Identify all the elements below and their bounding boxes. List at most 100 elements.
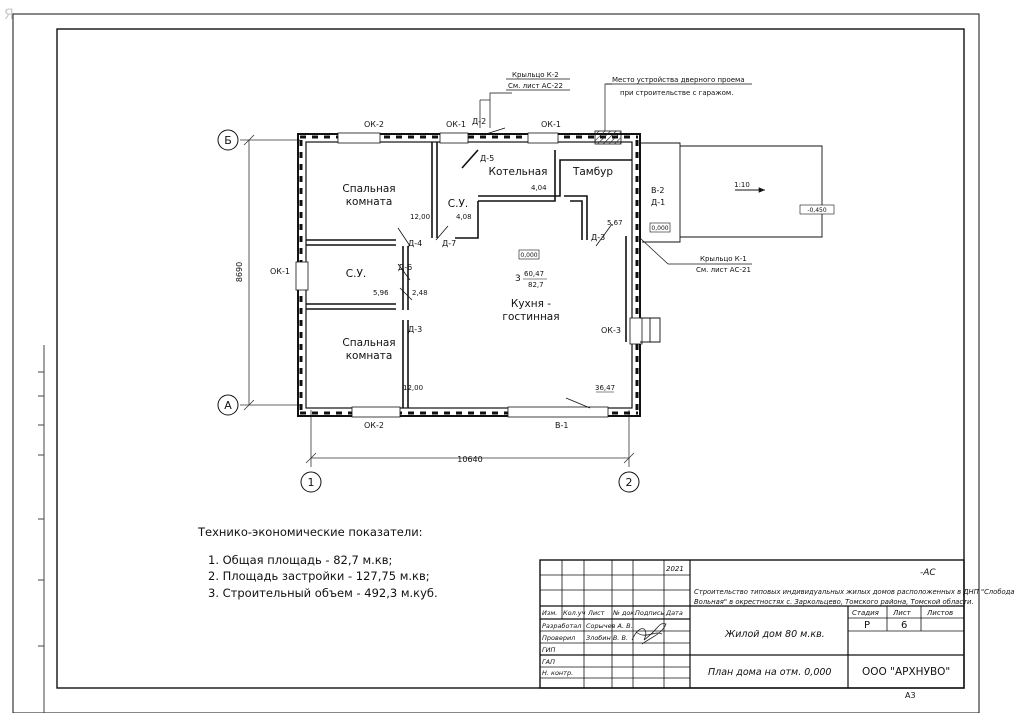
door-label-v2: В-2 bbox=[651, 186, 664, 195]
room-name-vestibule: Тамбур bbox=[572, 166, 613, 178]
axis-bubble-2: 2 bbox=[618, 471, 640, 493]
door-label-d1: Д-1 bbox=[651, 198, 665, 207]
hatched-door-zone bbox=[594, 130, 622, 145]
axis-bubble-b: Б bbox=[217, 129, 239, 151]
name-developer: Сорычев А. В. bbox=[586, 622, 633, 630]
kitchen-room-number: 3 bbox=[515, 274, 521, 284]
title-project: Строительство типовых индивидуальных жил… bbox=[694, 588, 1017, 606]
interior-walls bbox=[306, 142, 632, 408]
area-vestibule: 5,67 bbox=[607, 219, 623, 227]
area-bedroom1: 12,00 bbox=[410, 213, 430, 221]
area-bedroom2: 12,00 bbox=[403, 384, 423, 392]
area-kitchen: 36,47 bbox=[595, 384, 615, 392]
sheet-value: 6 bbox=[901, 620, 907, 631]
title-block-roles: Разработал Сорычев А. В. Проверил Злобин… bbox=[542, 622, 633, 677]
sheet-format: А3 bbox=[905, 691, 916, 700]
window-label-ok3-right: ОК-3 bbox=[601, 326, 621, 335]
header-change: Изм. bbox=[542, 609, 557, 617]
callout-leaders bbox=[479, 78, 752, 265]
title-stage-headers: Стадия Лист Листов bbox=[852, 609, 953, 617]
door-swings bbox=[397, 127, 613, 409]
dimension-height: 8690 bbox=[235, 262, 244, 282]
sheet-label: Лист bbox=[892, 609, 912, 617]
door-label-d3a: Д-3 bbox=[591, 233, 605, 242]
dimension-width: 10640 bbox=[457, 455, 482, 464]
window-label-v1-bottom: В-1 bbox=[555, 421, 568, 430]
door-label-d5: Д-5 bbox=[480, 154, 494, 163]
porch-level-mark: 0,000 bbox=[649, 222, 671, 233]
ground-level-label: -0,450 bbox=[807, 207, 827, 214]
door-label-d4: Д-4 bbox=[408, 239, 422, 248]
role-norm-control: Н. контр. bbox=[542, 669, 573, 677]
note-item: 3. Строительный объем - 492,3 м.куб. bbox=[208, 585, 438, 600]
window-label-ok1-left: ОК-1 bbox=[270, 267, 290, 276]
title-drawing-name: План дома на отм. 0,000 bbox=[708, 667, 831, 678]
area-hall: 2,48 bbox=[412, 289, 428, 297]
axis-label-1: 1 bbox=[308, 476, 315, 489]
room-areas: 12,00 4,08 4,04 5,67 5,96 2,48 12,00 36,… bbox=[373, 184, 623, 392]
callout-door-note: Место устройства дверного проема при стр… bbox=[612, 76, 747, 97]
title-block-headers: Изм. Кол.уч Лист № док. Подпись Дата bbox=[542, 609, 683, 617]
title-code: -АС bbox=[920, 568, 936, 578]
room-name-bathroom-mid: С.У. bbox=[346, 268, 366, 280]
window-label-ok1-top-a: ОК-1 bbox=[446, 120, 466, 129]
header-signature: Подпись bbox=[635, 609, 664, 617]
kitchen-room-tag: 3 60,47 82,7 bbox=[515, 270, 547, 289]
axis-bubble-a: А bbox=[217, 394, 239, 416]
role-checker: Проверил bbox=[542, 634, 575, 642]
role-gip: ГИП bbox=[542, 646, 555, 654]
porch-level-label: 0,000 bbox=[651, 225, 668, 232]
area-bathroom-mid: 5,96 bbox=[373, 289, 389, 297]
note-item: 1. Общая площадь - 82,7 м.кв; bbox=[208, 552, 393, 567]
opening-labels: ОК-2 ОК-1 ОК-1 ОК-1 ОК-3 ОК-2 В-1 Д-2 Д-… bbox=[270, 117, 665, 430]
door-label-d6: Д-6 bbox=[398, 263, 412, 272]
door-label-d7: Д-7 bbox=[442, 239, 456, 248]
callout-porch-k2: Крыльцо К-2 См. лист АС-22 bbox=[508, 71, 563, 90]
watermark-logo: Я bbox=[4, 7, 14, 23]
technical-notes: Технико-экономические показатели: 1. Общ… bbox=[198, 524, 438, 601]
role-developer: Разработал bbox=[542, 622, 581, 630]
title-block bbox=[539, 559, 965, 689]
kitchen-area-top: 60,47 bbox=[524, 270, 544, 278]
header-count: Кол.уч bbox=[563, 609, 586, 617]
header-doc: № док. bbox=[612, 609, 636, 617]
porch-k1 bbox=[640, 142, 823, 343]
door-label-d2: Д-2 bbox=[472, 117, 486, 126]
name-checker: Злобин В. В. bbox=[586, 634, 628, 642]
room-name-boiler: Котельная bbox=[489, 166, 548, 178]
door-label-d3b: Д-3 bbox=[408, 325, 422, 334]
grid-axes bbox=[240, 134, 635, 467]
axis-label-b: Б bbox=[224, 134, 232, 147]
header-date: Дата bbox=[665, 609, 683, 617]
title-year: 2021 bbox=[666, 565, 684, 573]
window-label-ok2-top: ОК-2 bbox=[364, 120, 384, 129]
callout-porch-k1: Крыльцо К-1 См. лист АС-21 bbox=[696, 255, 751, 274]
ground-level-mark: -0,450 bbox=[799, 204, 835, 215]
slope-label: 1:10 bbox=[734, 181, 750, 189]
floor-level-label: 0,000 bbox=[520, 252, 537, 259]
room-name-bathroom-top: С.У. bbox=[448, 198, 468, 210]
kitchen-area-bottom: 82,7 bbox=[528, 281, 544, 289]
header-sheet: Лист bbox=[587, 609, 605, 617]
floor-level-mark: 0,000 bbox=[518, 249, 540, 260]
axis-label-a: А bbox=[224, 399, 232, 412]
role-gap: ГАП bbox=[542, 658, 555, 666]
stage-value: Р bbox=[864, 620, 870, 631]
title-company: ООО "АРХНУВО" bbox=[862, 666, 950, 678]
stage-label: Стадия bbox=[852, 609, 879, 617]
left-margin-marks bbox=[38, 345, 45, 713]
window-label-ok2-bottom: ОК-2 bbox=[364, 421, 384, 430]
area-boiler: 4,04 bbox=[531, 184, 547, 192]
area-bathroom-top: 4,08 bbox=[456, 213, 472, 221]
signature-scribble bbox=[631, 623, 667, 645]
sheets-label: Листов bbox=[926, 609, 953, 617]
window-openings bbox=[295, 132, 643, 418]
notes-heading: Технико-экономические показатели: bbox=[198, 525, 423, 539]
title-object: Жилой дом 80 м.кв. bbox=[724, 629, 825, 640]
sheet-frame bbox=[12, 13, 980, 713]
